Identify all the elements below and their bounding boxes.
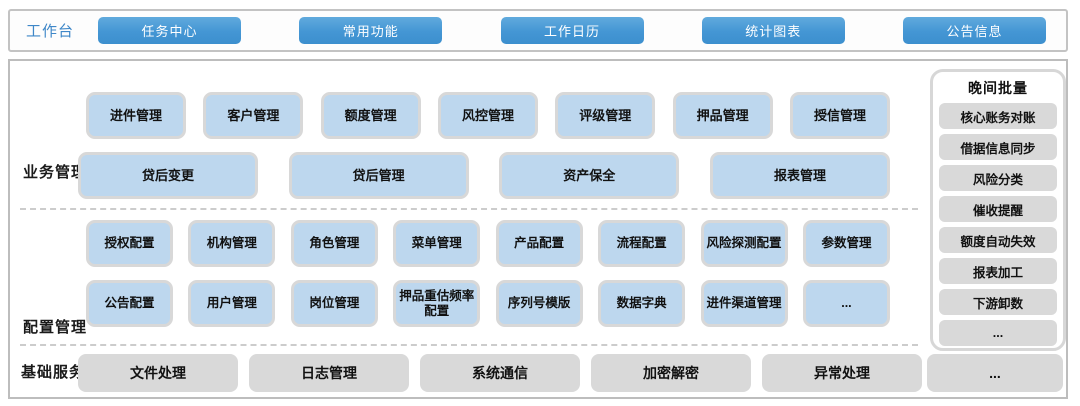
workbench-tab[interactable]: 统计图表: [701, 17, 845, 44]
base-service-row: 文件处理日志管理系统通信加密解密异常处理: [78, 354, 922, 392]
module-tile[interactable]: 押品管理: [672, 92, 773, 139]
workbench-tab[interactable]: 公告信息: [903, 17, 1046, 44]
batch-job-item[interactable]: 核心账务对账: [939, 103, 1057, 129]
module-tile[interactable]: 授权配置: [86, 220, 173, 267]
workbench-tabs: 任务中心 常用功能 工作日历 统计图表 公告信息: [88, 17, 1066, 44]
module-tile[interactable]: ...: [802, 280, 890, 327]
module-tile[interactable]: 额度管理: [320, 92, 421, 139]
batch-job-item[interactable]: 风险分类: [939, 165, 1057, 191]
batch-job-item[interactable]: 下游卸数: [939, 289, 1057, 315]
section-label-base: 基础服务: [21, 364, 86, 381]
module-tile[interactable]: 资产保全: [499, 152, 680, 199]
batch-job-item[interactable]: 报表加工: [939, 258, 1057, 284]
module-tile[interactable]: 参数管理: [802, 220, 890, 267]
business-row-1: 进件管理客户管理额度管理风控管理评级管理押品管理授信管理: [86, 92, 890, 139]
business-row-2: 贷后变更贷后管理资产保全报表管理: [78, 152, 890, 199]
service-box-more[interactable]: ...: [927, 354, 1063, 392]
module-tile[interactable]: 评级管理: [555, 92, 656, 139]
module-tile[interactable]: 产品配置: [495, 220, 583, 267]
section-label-config: 配置管理: [23, 319, 88, 336]
module-tile[interactable]: 角色管理: [290, 220, 378, 267]
service-box[interactable]: 异常处理: [762, 354, 922, 392]
module-tile[interactable]: 进件渠道管理: [700, 280, 788, 327]
night-batch-panel: 晚间批量 核心账务对账借据信息同步风险分类催收提醒额度自动失效报表加工下游卸数.…: [930, 69, 1066, 351]
workbench-bar: 工作台 任务中心 常用功能 工作日历 统计图表 公告信息: [8, 9, 1068, 52]
workbench-label: 工作台: [26, 23, 75, 40]
module-tile[interactable]: 流程配置: [598, 220, 686, 267]
module-tile[interactable]: 贷后管理: [288, 152, 469, 199]
config-row-1: 授权配置机构管理角色管理菜单管理产品配置流程配置风险探测配置参数管理: [86, 220, 890, 267]
batch-job-item[interactable]: 额度自动失效: [939, 227, 1057, 253]
night-batch-title: 晚间批量: [968, 80, 1028, 96]
module-panel: 业务管理 进件管理客户管理额度管理风控管理评级管理押品管理授信管理 贷后变更贷后…: [8, 59, 1068, 399]
module-tile[interactable]: 报表管理: [709, 152, 890, 199]
module-tile[interactable]: 机构管理: [188, 220, 276, 267]
workbench-tab[interactable]: 任务中心: [98, 17, 241, 44]
batch-job-item[interactable]: ...: [939, 320, 1057, 346]
service-box[interactable]: 日志管理: [249, 354, 409, 392]
module-tile[interactable]: 用户管理: [188, 280, 276, 327]
config-row-2: 公告配置用户管理岗位管理押品重估频率配置序列号模版数据字典进件渠道管理...: [86, 280, 890, 327]
service-box[interactable]: 系统通信: [420, 354, 580, 392]
batch-job-item[interactable]: 借据信息同步: [939, 134, 1057, 160]
module-tile[interactable]: 菜单管理: [393, 220, 481, 267]
module-tile[interactable]: 押品重估频率配置: [393, 280, 481, 327]
batch-job-item[interactable]: 催收提醒: [939, 196, 1057, 222]
module-tile[interactable]: 进件管理: [86, 92, 186, 139]
workbench-tab[interactable]: 常用功能: [299, 17, 443, 44]
module-tile[interactable]: 数据字典: [598, 280, 686, 327]
section-divider: [20, 344, 918, 346]
module-tile[interactable]: 风险探测配置: [700, 220, 788, 267]
module-tile[interactable]: 序列号模版: [495, 280, 583, 327]
workbench-tab[interactable]: 工作日历: [500, 17, 644, 44]
module-tile[interactable]: 授信管理: [789, 92, 890, 139]
section-label-business: 业务管理: [23, 164, 88, 181]
module-tile[interactable]: 岗位管理: [290, 280, 378, 327]
module-tile[interactable]: 公告配置: [86, 280, 173, 327]
module-tile[interactable]: 风控管理: [437, 92, 538, 139]
service-box[interactable]: 加密解密: [591, 354, 751, 392]
module-tile[interactable]: 客户管理: [203, 92, 304, 139]
night-batch-list: 核心账务对账借据信息同步风险分类催收提醒额度自动失效报表加工下游卸数...: [939, 103, 1057, 346]
service-box[interactable]: 文件处理: [78, 354, 238, 392]
module-tile[interactable]: 贷后变更: [78, 152, 258, 199]
section-divider: [20, 208, 918, 210]
